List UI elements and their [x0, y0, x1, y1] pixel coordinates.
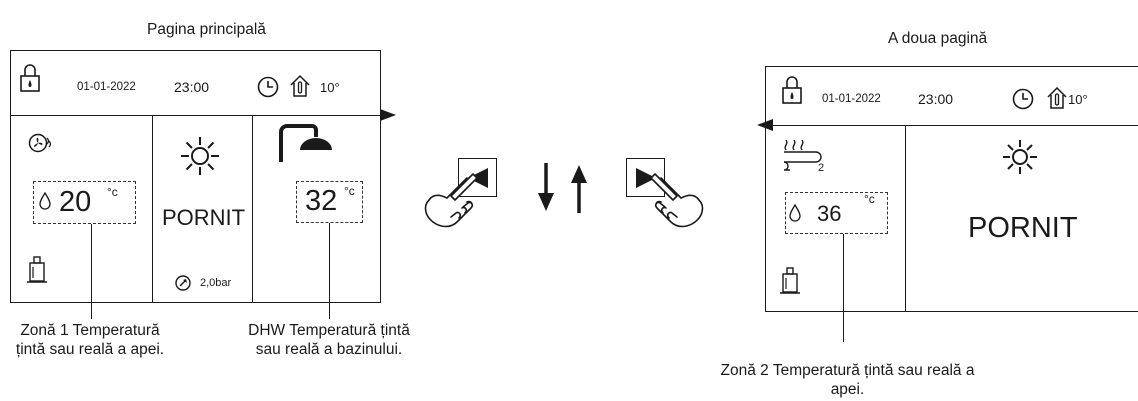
left-arrow-button-icon	[468, 168, 488, 188]
lock-icon	[20, 64, 40, 92]
tank-icon-page2	[780, 267, 800, 294]
zone2-leader-line	[843, 234, 844, 342]
page2-title: A doua pagină	[888, 30, 988, 47]
page2-prev-arrow-icon	[757, 119, 773, 131]
right-nav-button[interactable]	[626, 158, 665, 197]
page1-time: 23:00	[174, 79, 210, 95]
clock-icon-page2	[1012, 88, 1034, 110]
page2-outdoor-temp: 10°	[1068, 92, 1088, 107]
droplet-icon-page2	[789, 203, 801, 222]
sun-icon-page2	[1003, 140, 1037, 174]
zone2-caption-line2: apei.	[830, 381, 865, 398]
left-nav-button[interactable]	[458, 158, 497, 197]
house-thermometer-icon	[290, 74, 310, 97]
page2-date: 01-01-2022	[822, 93, 881, 105]
zone1-caption-line2: țintă sau reală a apei.	[15, 341, 165, 358]
house-thermometer-icon-page2	[1047, 86, 1067, 109]
zone2-caption: Zonă 2 Temperatură țintă sau reală a ape…	[720, 361, 975, 399]
page2-divider	[905, 125, 906, 312]
dhw-leader-line	[329, 223, 330, 319]
page1-screen	[10, 50, 381, 303]
sun-icon	[181, 137, 219, 175]
zone1-caption-line1: Zonă 1 Temperatură	[20, 322, 160, 339]
page1-pressure: 2,0bar	[200, 277, 232, 289]
zone1-caption: Zonă 1 Temperatură țintă sau reală a ape…	[0, 321, 180, 359]
page2-time: 23:00	[918, 91, 954, 107]
page1-next-arrow-icon	[380, 109, 396, 121]
dhw-temp-value: 32	[305, 185, 338, 217]
fan-icon	[28, 133, 52, 153]
tank-icon	[27, 256, 47, 283]
zone1-leader-line	[91, 224, 92, 319]
droplet-icon	[39, 191, 51, 210]
zone2-temp-value: 36	[817, 201, 842, 226]
page1-mode-status: PORNIT	[162, 205, 246, 230]
clock-icon	[257, 76, 279, 98]
down-arrow-icon	[538, 163, 554, 211]
dhw-caption-line1: DHW Temperatură țintă	[248, 322, 410, 339]
zone1-temp-frame	[33, 181, 136, 224]
shower-icon	[279, 124, 332, 162]
hand-pointer-icon	[424, 173, 478, 228]
page1-divider-2	[252, 115, 253, 303]
zone1-temp-unit: °c	[107, 185, 118, 199]
right-arrow-button-icon	[636, 168, 656, 188]
page1-date: 01-01-2022	[77, 81, 136, 93]
zone2-temp-unit: °c	[864, 192, 875, 206]
pressure-gauge-icon	[175, 275, 191, 291]
zone1-temp-value: 20	[59, 186, 92, 218]
page2-screen	[765, 66, 1138, 312]
dhw-caption-line2: sau reală a bazinului.	[255, 341, 403, 358]
page1-title: Pagina principală	[147, 21, 266, 38]
dhw-temp-frame	[296, 181, 363, 223]
page1-status-divider	[10, 115, 382, 116]
dhw-temp-unit: °c	[344, 184, 355, 198]
zone2-number: 2	[818, 162, 825, 174]
zone2-caption-line1: Zonă 2 Temperatură țintă sau reală a	[720, 362, 975, 379]
lock-icon-page2	[782, 76, 802, 104]
zone2-temp-frame	[785, 192, 888, 234]
floor-heating-icon	[783, 139, 822, 171]
dhw-caption: DHW Temperatură țintă sau reală a bazinu…	[225, 321, 433, 359]
page2-status-divider	[765, 125, 1138, 126]
page1-divider-1	[152, 115, 153, 303]
hand-pointer-icon-right	[650, 173, 704, 228]
up-arrow-icon	[571, 165, 587, 213]
page1-outdoor-temp: 10°	[320, 80, 340, 95]
page2-mode-status: PORNIT	[968, 212, 1078, 244]
